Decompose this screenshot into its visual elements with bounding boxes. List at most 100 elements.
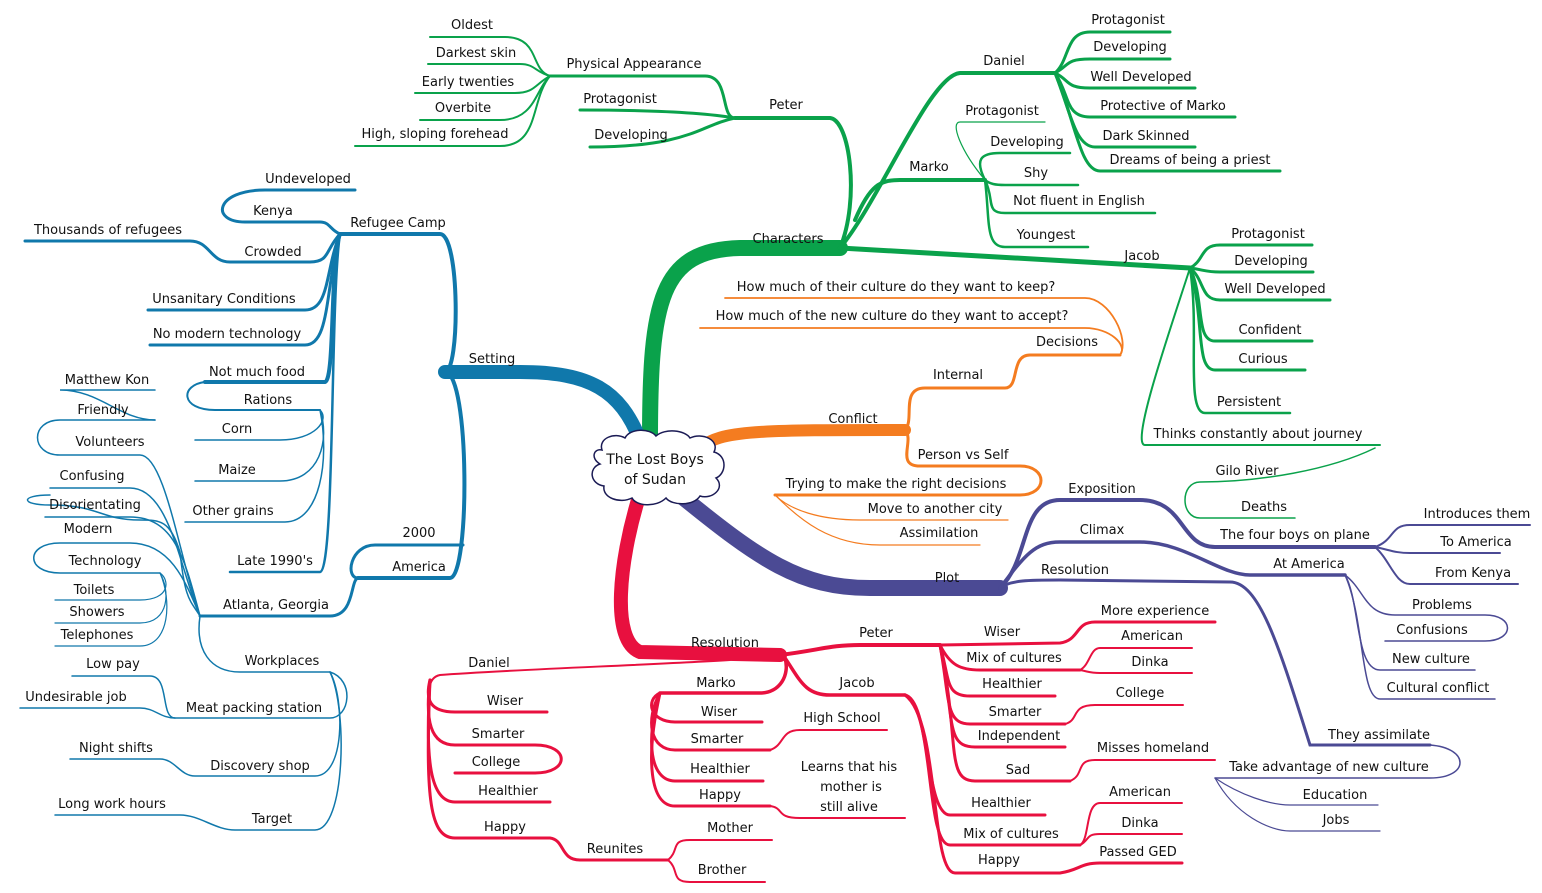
node-ch-jacob-pers[interactable]: Persistent: [1217, 395, 1281, 410]
node-rs-marko-healthier[interactable]: Healthier: [690, 762, 750, 777]
branch-plot[interactable]: Plot: [935, 571, 960, 586]
node-rs-jacob[interactable]: Jacob: [838, 676, 874, 691]
node-rs-jacob-healthier[interactable]: Healthier: [971, 796, 1031, 811]
node-ch-jacob[interactable]: Jacob: [1123, 249, 1159, 264]
node-st-longhours[interactable]: Long work hours: [58, 797, 166, 812]
node-ch-peter-dev[interactable]: Developing: [594, 128, 668, 143]
node-ch-jacob-cur[interactable]: Curious: [1238, 352, 1287, 367]
node-st-toilets[interactable]: Toilets: [73, 583, 115, 598]
node-rs-daniel[interactable]: Daniel: [468, 656, 509, 671]
node-st-camp[interactable]: Refugee Camp: [350, 216, 446, 231]
node-st-undesirable[interactable]: Undesirable job: [25, 690, 127, 705]
node-ch-peter-phys[interactable]: Physical Appearance: [566, 57, 701, 72]
node-cf-assim[interactable]: Assimilation: [900, 526, 979, 541]
node-ch-jacob-conf[interactable]: Confident: [1238, 323, 1301, 338]
node-rs-peter-sad[interactable]: Sad: [1006, 763, 1030, 778]
node-rs-marko-learns-line3[interactable]: still alive: [820, 800, 878, 815]
node-ch-jacob-thinks[interactable]: Thinks constantly about journey: [1153, 427, 1363, 442]
central-topic[interactable]: The Lost Boys of Sudan: [591, 429, 725, 506]
node-st-discovery[interactable]: Discovery shop: [210, 759, 310, 774]
node-st-maize[interactable]: Maize: [218, 463, 256, 478]
node-st-2000[interactable]: 2000: [402, 526, 435, 541]
node-rs-peter-indep[interactable]: Independent: [978, 729, 1060, 744]
node-rs-marko-wiser[interactable]: Wiser: [701, 705, 738, 720]
node-rs-peter-healthier[interactable]: Healthier: [982, 677, 1042, 692]
node-ch-marko[interactable]: Marko: [909, 160, 949, 175]
node-st-late90s[interactable]: Late 1990's: [237, 554, 313, 569]
node-pl-newculture[interactable]: New culture: [1392, 652, 1470, 667]
node-rs-daniel-brother[interactable]: Brother: [698, 863, 747, 878]
node-rs-peter-mix[interactable]: Mix of cultures: [966, 651, 1062, 666]
node-st-crowded[interactable]: Crowded: [244, 245, 301, 260]
node-st-notmuch[interactable]: Not much food: [209, 365, 305, 380]
node-pl-fromkenya[interactable]: From Kenya: [1435, 566, 1511, 581]
node-rs-jacob-ged[interactable]: Passed GED: [1099, 845, 1176, 860]
node-st-confusing[interactable]: Confusing: [60, 469, 125, 484]
node-cf-internal[interactable]: Internal: [933, 368, 983, 383]
node-pl-four[interactable]: The four boys on plane: [1219, 528, 1370, 543]
node-pl-education[interactable]: Education: [1303, 788, 1368, 803]
node-st-technology[interactable]: Technology: [68, 554, 142, 569]
node-rs-daniel-mother[interactable]: Mother: [707, 821, 754, 836]
node-pl-toamerica[interactable]: To America: [1439, 535, 1511, 550]
node-st-america[interactable]: America: [392, 560, 446, 575]
node-st-atlanta[interactable]: Atlanta, Georgia: [223, 598, 329, 613]
node-pl-intro[interactable]: Introduces them: [1424, 507, 1531, 522]
node-rs-peter-american[interactable]: American: [1121, 629, 1183, 644]
node-rs-marko-learns-line2[interactable]: mother is: [820, 780, 882, 795]
node-pl-expo[interactable]: Exposition: [1068, 482, 1135, 497]
node-rs-marko-smarter[interactable]: Smarter: [691, 732, 744, 747]
node-ch-deaths[interactable]: Deaths: [1241, 500, 1287, 515]
node-pl-problems[interactable]: Problems: [1412, 598, 1472, 613]
node-st-modern[interactable]: Modern: [64, 522, 113, 537]
node-pl-cultural[interactable]: Cultural conflict: [1387, 681, 1490, 696]
node-rs-marko[interactable]: Marko: [696, 676, 736, 691]
node-cf-trying[interactable]: Trying to make the right decisions: [785, 477, 1007, 492]
node-st-rations[interactable]: Rations: [244, 393, 293, 408]
node-cf-accept[interactable]: How much of the new culture do they want…: [716, 309, 1069, 324]
node-st-target[interactable]: Target: [251, 812, 292, 827]
branch-resolution[interactable]: Resolution: [691, 636, 759, 651]
node-rs-peter-smarter[interactable]: Smarter: [989, 705, 1042, 720]
node-pl-resolution[interactable]: Resolution: [1041, 563, 1109, 578]
node-st-friendly[interactable]: Friendly: [77, 403, 129, 418]
node-rs-daniel-college[interactable]: College: [472, 755, 521, 770]
node-ch-jacob-prot[interactable]: Protagonist: [1231, 227, 1305, 242]
node-pl-assimilate[interactable]: They assimilate: [1327, 728, 1430, 743]
branch-setting[interactable]: Setting: [469, 352, 516, 367]
node-st-workplaces[interactable]: Workplaces: [245, 654, 320, 669]
node-rs-daniel-smarter[interactable]: Smarter: [472, 727, 525, 742]
node-ch-marko-prot[interactable]: Protagonist: [965, 104, 1039, 119]
node-st-grains[interactable]: Other grains: [192, 504, 273, 519]
node-rs-jacob-american[interactable]: American: [1109, 785, 1171, 800]
node-rs-peter-misses[interactable]: Misses homeland: [1097, 741, 1209, 756]
node-rs-peter[interactable]: Peter: [859, 626, 893, 641]
node-ch-peter-early[interactable]: Early twenties: [422, 75, 515, 90]
node-ch-jacob-dev[interactable]: Developing: [1234, 254, 1308, 269]
node-ch-jacob-well[interactable]: Well Developed: [1224, 282, 1325, 297]
node-pl-atamerica[interactable]: At America: [1273, 557, 1345, 572]
node-rs-peter-college[interactable]: College: [1116, 686, 1165, 701]
node-rs-peter-wiser[interactable]: Wiser: [984, 625, 1021, 640]
node-st-unsanitary[interactable]: Unsanitary Conditions: [152, 292, 296, 307]
node-rs-marko-learns-line1[interactable]: Learns that his: [801, 760, 898, 775]
node-pl-climax[interactable]: Climax: [1080, 523, 1125, 538]
node-st-kenya[interactable]: Kenya: [253, 204, 293, 219]
node-rs-peter-moreexp[interactable]: More experience: [1101, 604, 1209, 619]
node-rs-daniel-healthier[interactable]: Healthier: [478, 784, 538, 799]
node-st-corn[interactable]: Corn: [222, 422, 252, 437]
node-rs-jacob-mix[interactable]: Mix of cultures: [963, 827, 1059, 842]
node-st-lowpay[interactable]: Low pay: [86, 657, 140, 672]
node-st-disorient[interactable]: Disorientating: [49, 498, 141, 513]
node-ch-daniel-dreams[interactable]: Dreams of being a priest: [1110, 153, 1271, 168]
node-cf-keep[interactable]: How much of their culture do they want t…: [737, 280, 1056, 295]
node-ch-gilo[interactable]: Gilo River: [1215, 464, 1279, 479]
node-ch-peter-oldest[interactable]: Oldest: [451, 18, 493, 33]
node-rs-jacob-dinka[interactable]: Dinka: [1121, 816, 1158, 831]
node-cf-decisions[interactable]: Decisions: [1036, 335, 1098, 350]
branch-conflict[interactable]: Conflict: [828, 412, 877, 427]
node-rs-marko-happy[interactable]: Happy: [699, 788, 741, 803]
node-ch-marko-shy[interactable]: Shy: [1024, 166, 1048, 181]
node-ch-daniel-well[interactable]: Well Developed: [1090, 70, 1191, 85]
node-ch-daniel[interactable]: Daniel: [983, 54, 1024, 69]
